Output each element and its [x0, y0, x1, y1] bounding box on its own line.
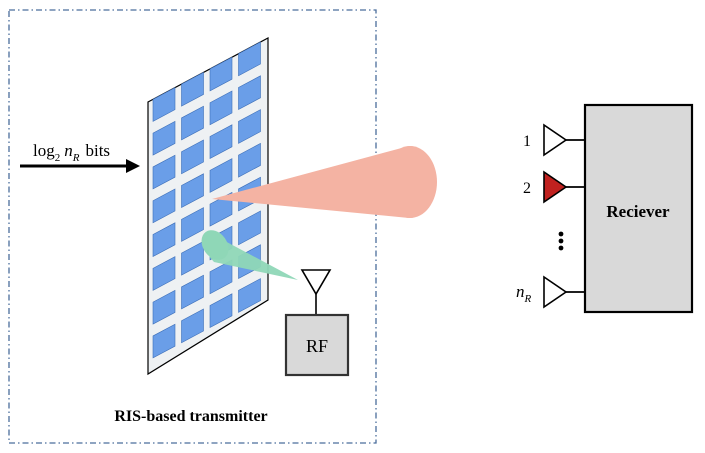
ris-element — [238, 278, 261, 313]
rx-antenna-nr-label: nR — [516, 282, 532, 305]
ris-element — [238, 210, 261, 246]
ris-element — [238, 75, 261, 111]
rx-antenna-2 — [543, 170, 585, 204]
ris-element — [181, 274, 204, 310]
ris-element — [181, 173, 204, 209]
ris-element — [181, 105, 204, 141]
ris-element — [181, 71, 204, 107]
ris-element — [209, 293, 233, 329]
reflected-beam-cap — [383, 146, 437, 218]
transmitter-frame — [8, 9, 377, 444]
ris-element — [238, 41, 261, 77]
ris-element — [152, 289, 176, 325]
rf-label: RF — [306, 336, 328, 356]
feed-beam-cap — [201, 230, 229, 260]
ris-element — [181, 139, 204, 175]
rx-antenna-1 — [543, 123, 585, 157]
rf-box — [284, 313, 350, 377]
rx-antenna-nr — [543, 275, 585, 309]
ris-element — [152, 120, 176, 156]
receiver-box — [583, 103, 694, 314]
ris-element — [181, 308, 204, 344]
ris-element — [238, 109, 261, 144]
ris-element — [209, 158, 233, 193]
ris-element — [238, 142, 261, 178]
rx-antenna-2-label: 2 — [523, 180, 531, 197]
feed-beam — [205, 232, 298, 280]
receiver-label: Reciever — [606, 202, 670, 221]
ris-element — [209, 124, 233, 160]
ris-element — [181, 240, 204, 276]
ris-element — [152, 256, 176, 291]
ris-element-grid — [152, 41, 261, 359]
ris-element — [209, 56, 233, 92]
reflected-beam — [212, 146, 436, 218]
transmitter-caption: RIS-based transmitter — [114, 408, 267, 425]
ris-element — [152, 323, 176, 359]
ris-element — [209, 90, 233, 126]
ellipsis-dots — [558, 231, 564, 251]
rf-antenna-icon — [300, 269, 332, 315]
rx-antenna-1-label: 1 — [523, 133, 531, 150]
ris-element — [152, 188, 176, 224]
input-bits-arrow — [20, 159, 140, 173]
ris-element — [152, 87, 176, 122]
ris-element — [181, 207, 204, 242]
ris-element — [152, 222, 176, 258]
ris-element — [152, 154, 176, 190]
